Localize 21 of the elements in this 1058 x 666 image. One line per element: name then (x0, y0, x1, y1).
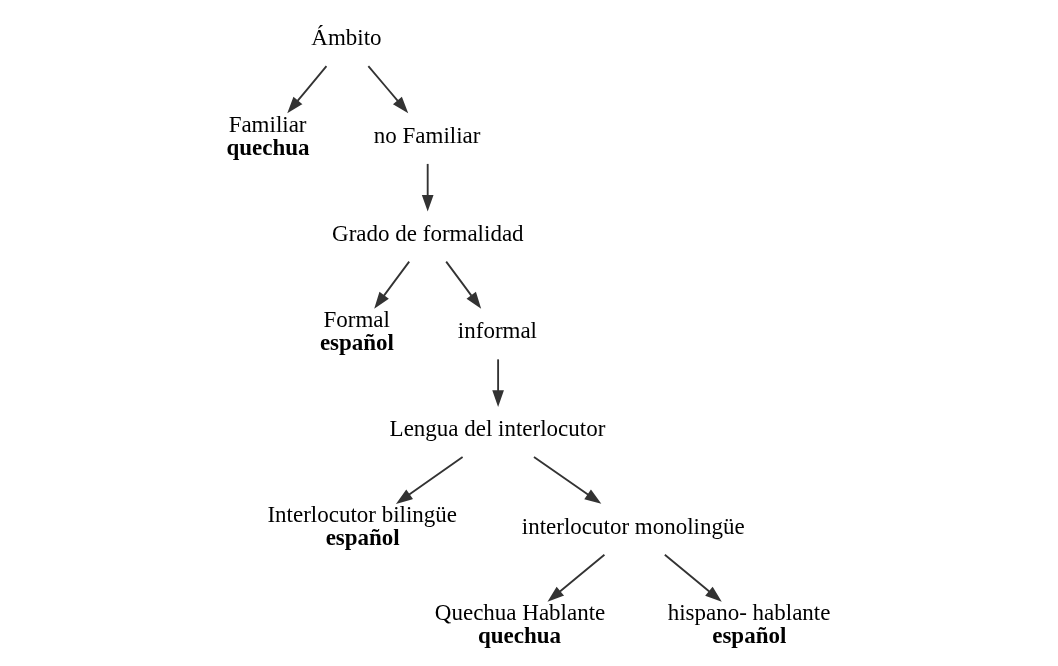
arrow (287, 65, 328, 114)
arrow (492, 358, 504, 408)
node-text: Lengua del interlocutor (389, 416, 606, 442)
arrow (395, 456, 464, 504)
arrow (374, 260, 411, 309)
node-text: informal (457, 318, 538, 344)
node-text: Familiar quechua (226, 111, 310, 160)
node-text: Interlocutor bilingüe español (267, 502, 458, 551)
node-text: no Familiar (373, 123, 481, 149)
arrow (663, 553, 722, 602)
arrow (533, 456, 602, 504)
arrow (445, 260, 482, 309)
node-text: Formal español (319, 306, 394, 355)
arrow (367, 65, 409, 114)
node-text: Grado de formalidad (332, 220, 524, 246)
node-text: Ámbito (311, 25, 382, 51)
node-text: hispano- hablante español (667, 600, 831, 649)
node-text: Quechua Hablante quechua (434, 600, 606, 649)
arrow (547, 553, 606, 602)
arrow (421, 162, 434, 212)
node-text: interlocutor monolingüe (521, 513, 745, 539)
